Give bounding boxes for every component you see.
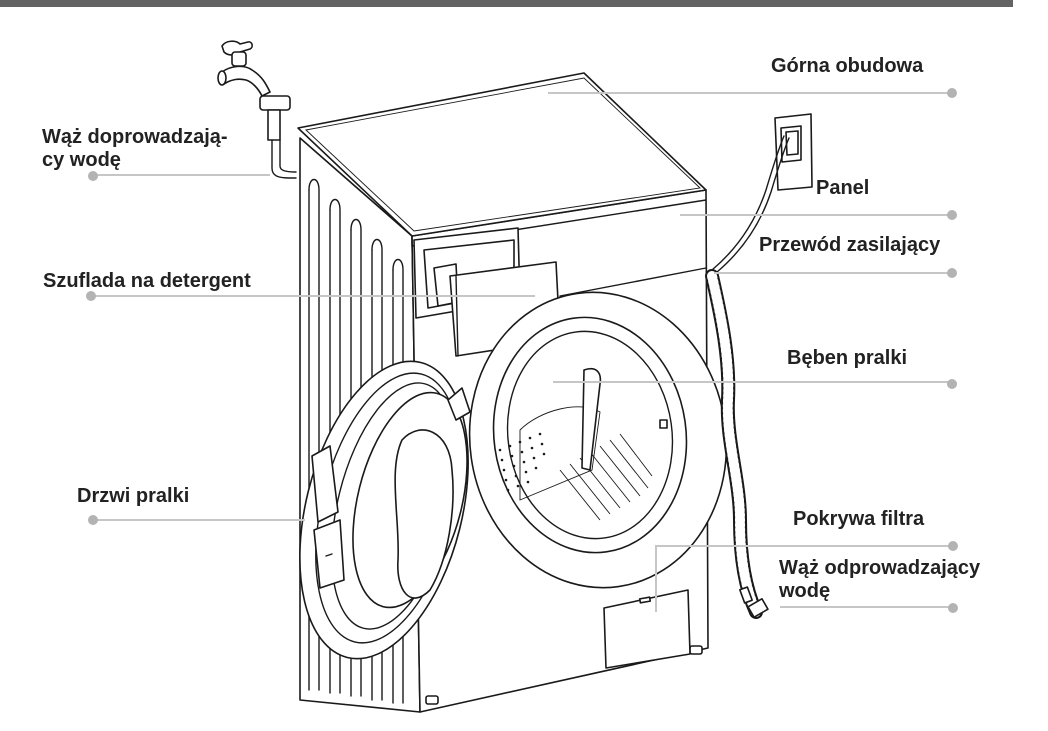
label-power-cord: Przewód zasilający [759,234,941,256]
leader-panel [680,210,957,220]
label-top-cover: Górna obudowa [771,55,924,77]
filter-cover-icon [603,589,691,669]
leader-top-cover [548,88,957,98]
drain-hose-icon [705,269,769,619]
label-panel: Panel [816,177,870,199]
label-water-inlet-hose: Wąż doprowadzają- cy wodę [42,126,228,172]
leader-drum [553,379,957,389]
leader-water-inlet-hose [88,171,270,181]
power-socket-icon [711,113,813,273]
label-drain-hose-line1: Wąż odprowadzający [779,557,981,579]
drum-icon [468,291,728,589]
leader-drain-hose [780,603,958,613]
leader-detergent-drawer [86,291,535,301]
label-water-inlet-hose-line1: Wąż doprowadzają- [42,126,228,148]
leader-power-cord [714,268,957,278]
water-tap-icon [217,40,297,179]
label-door: Drzwi pralki [77,485,190,507]
label-detergent-drawer: Szuflada na detergent [43,270,251,292]
door-icon [299,360,471,660]
label-drum: Bęben pralki [787,347,908,369]
label-water-inlet-hose-line2: cy wodę [42,149,121,171]
label-drain-hose-line2: wodę [779,580,831,602]
label-filter-cover: Pokrywa filtra [793,508,925,530]
label-drain-hose: Wąż odprowadzający wodę [779,557,980,603]
leader-filter-cover [655,541,958,612]
leader-door [88,515,305,525]
header-bar [0,0,1013,7]
